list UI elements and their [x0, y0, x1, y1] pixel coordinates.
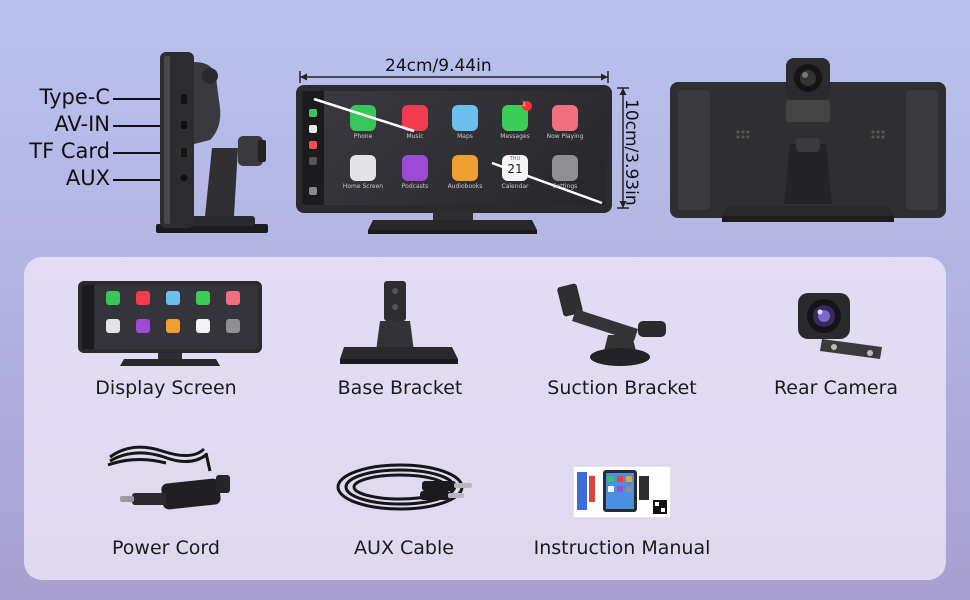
front-stand	[368, 210, 537, 234]
messages-badge: 1	[522, 101, 526, 108]
port-line-type-c	[113, 98, 183, 100]
calendar-day: THU	[509, 156, 521, 162]
item-label-power-cord: Power Cord	[112, 537, 220, 559]
app-label-messages: Messages	[500, 133, 530, 140]
port-line-aux	[113, 179, 183, 181]
front-screen-device: Phone Music Maps Messages Now Playing Ho…	[296, 85, 612, 213]
app-label-podcasts: Podcasts	[401, 183, 429, 190]
width-dimension-label: 24cm/9.44in	[385, 56, 492, 76]
power-cord-icon	[107, 445, 230, 510]
item-label-aux-cable: AUX Cable	[354, 537, 454, 559]
device-side-view-image	[156, 52, 268, 233]
rear-camera-icon	[798, 293, 882, 359]
screen-app-icons	[309, 97, 603, 205]
app-label-settings: Settings	[552, 183, 578, 190]
port-label-tf-card: TF Card	[29, 139, 110, 163]
package-contents-panel: Display Screen Base Bracket Suction Brac…	[24, 257, 946, 580]
width-dimension-arrow	[299, 71, 609, 83]
height-dimension-arrow	[617, 87, 629, 209]
port-label-type-c: Type-C	[39, 85, 110, 109]
app-label-audiobooks: Audiobooks	[447, 183, 483, 190]
suction-bracket-icon	[557, 283, 666, 366]
app-label-home-screen: Home Screen	[342, 183, 384, 190]
base-bracket-icon	[340, 281, 458, 364]
port-line-av-in	[113, 125, 183, 127]
screen-display: Phone Music Maps Messages Now Playing Ho…	[302, 91, 606, 205]
item-label-base-bracket: Base Bracket	[337, 377, 463, 399]
aux-cable-icon	[336, 463, 472, 511]
app-label-music: Music	[406, 133, 424, 140]
item-label-suction-bracket: Suction Bracket	[547, 377, 697, 399]
height-dimension-label: 10cm/3.93in	[621, 99, 641, 206]
item-label-rear-camera: Rear Camera	[773, 377, 899, 399]
port-line-tf-card	[113, 152, 183, 154]
app-label-now-playing: Now Playing	[546, 133, 584, 140]
device-back-view-image	[670, 58, 946, 222]
app-label-maps: Maps	[457, 133, 473, 140]
port-label-aux: AUX	[65, 166, 110, 190]
item-label-instruction-manual: Instruction Manual	[533, 537, 711, 559]
app-label-calendar: Calendar	[501, 183, 529, 190]
port-label-av-in: AV-IN	[54, 112, 110, 136]
display-screen-icon	[78, 281, 262, 366]
calendar-date: 21	[507, 162, 523, 176]
item-label-display-screen: Display Screen	[95, 377, 237, 399]
app-label-phone: Phone	[353, 133, 373, 140]
instruction-manual-icon	[573, 466, 671, 518]
